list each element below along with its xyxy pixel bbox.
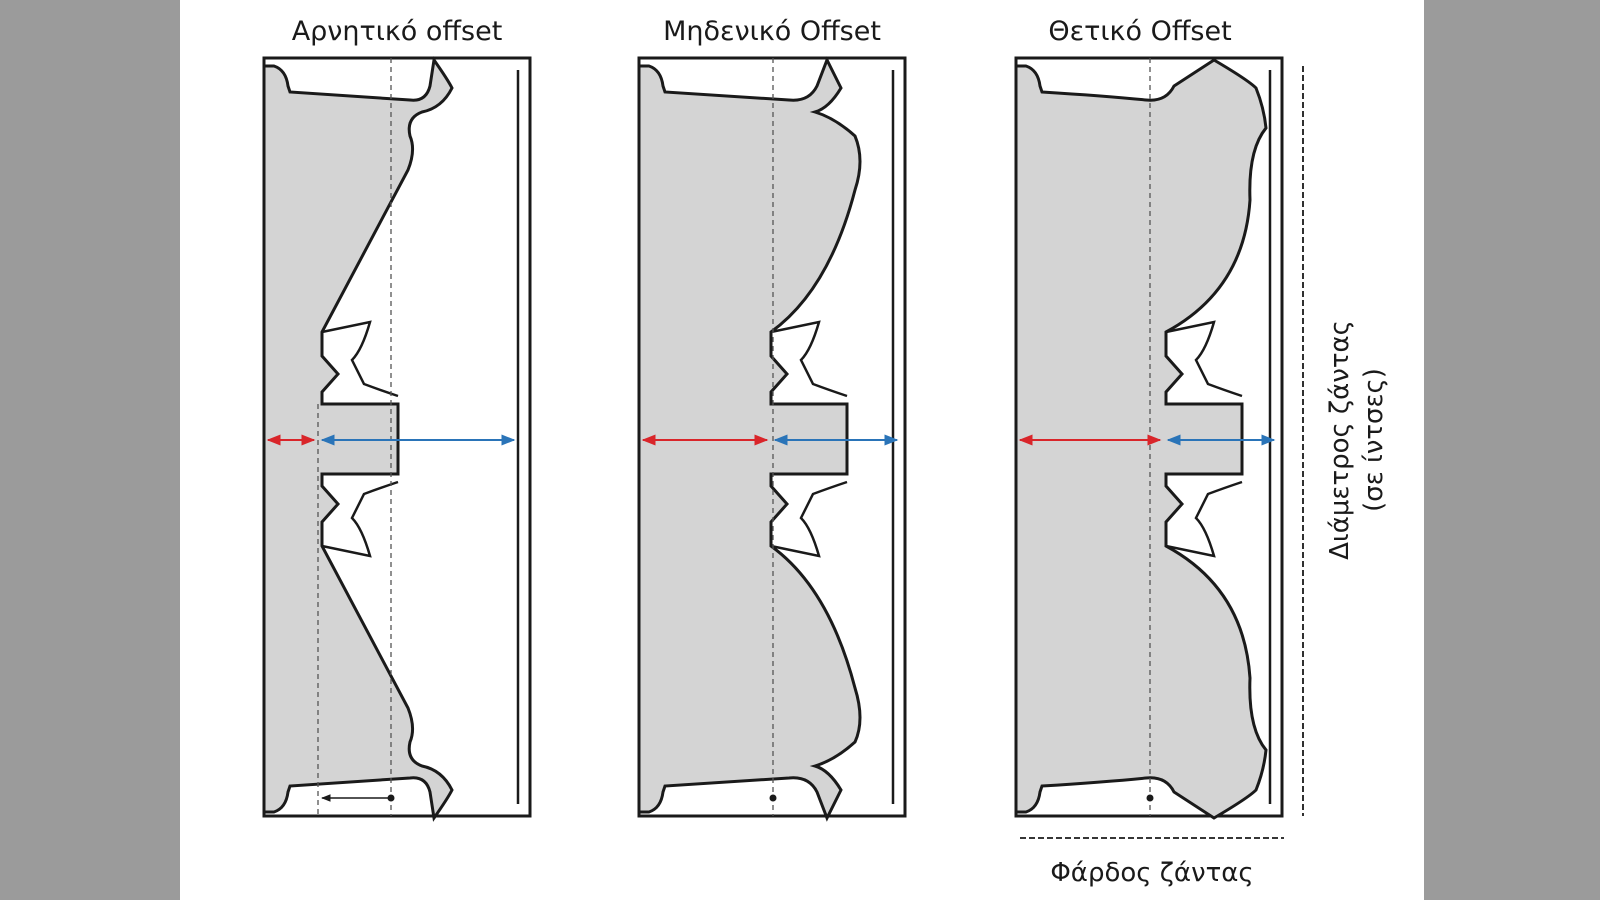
hub-upper-edge <box>1165 320 1243 398</box>
diameter-unit-label: (σε ίντσες) <box>1359 368 1389 512</box>
hub-lower-edge <box>321 480 399 558</box>
panel-title-positive: Θετικό Offset <box>1048 16 1231 47</box>
width-label: Φάρδος ζάντας <box>1050 858 1253 888</box>
panel-zero-offset: Μηδενικό Offset <box>637 16 907 822</box>
hub-upper-edge <box>321 320 399 398</box>
panel-title-zero: Μηδενικό Offset <box>663 16 881 47</box>
wheel-profile-zero <box>637 56 907 822</box>
panel-negative-offset: Αρνητικό offset <box>262 16 532 822</box>
center-point <box>1146 794 1154 802</box>
hub-upper-edge <box>770 320 848 398</box>
panel-title-negative: Αρνητικό offset <box>292 16 503 47</box>
hub-lower-edge <box>1165 480 1243 558</box>
wheel-profile-positive <box>1014 56 1284 820</box>
diameter-label: Διάμετρος ζάντας <box>1325 320 1355 560</box>
center-point <box>769 794 777 802</box>
panel-positive-offset: Θετικό Offset <box>1014 16 1284 820</box>
hub-lower-edge <box>770 480 848 558</box>
center-point <box>387 794 395 802</box>
wheel-profile-negative <box>262 56 532 822</box>
